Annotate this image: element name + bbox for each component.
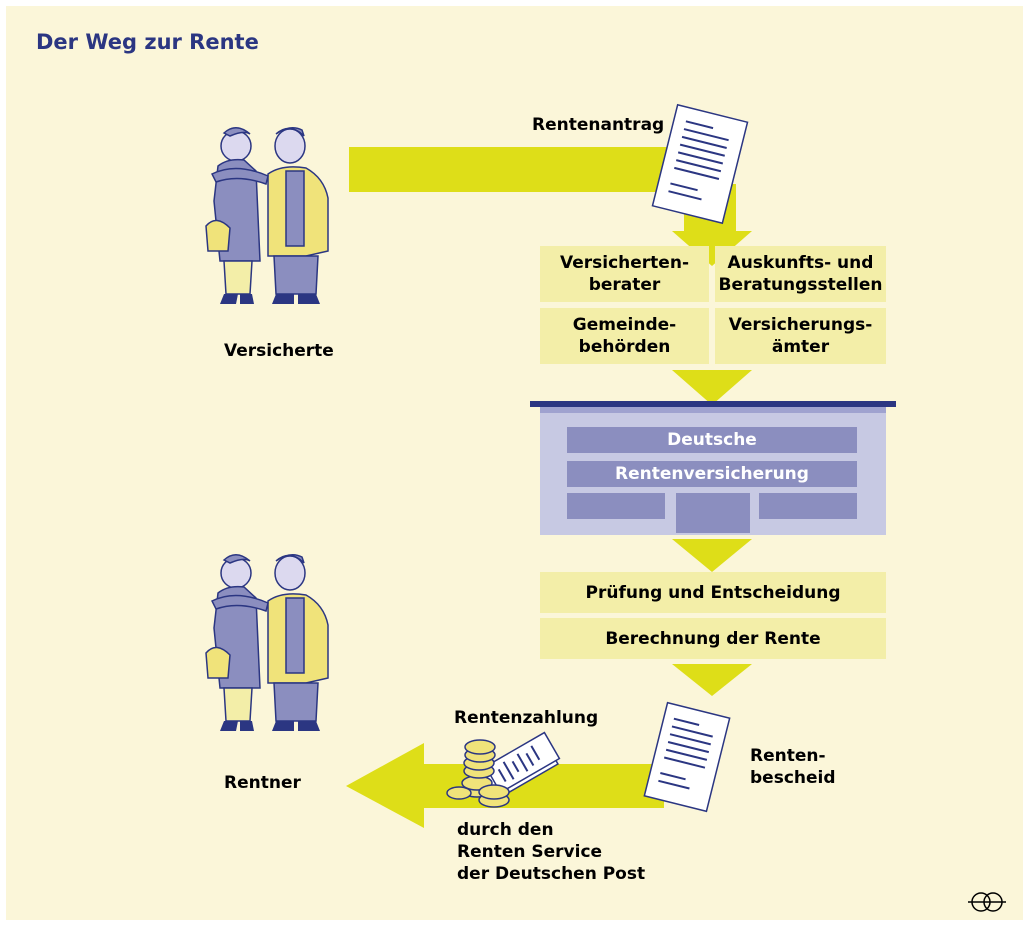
application-document-icon	[651, 103, 749, 225]
arrow-to-notice	[672, 664, 752, 696]
woman-figure	[205, 554, 261, 731]
label-insured: Versicherte	[224, 341, 334, 361]
man-figure	[210, 554, 329, 731]
building-window-right	[759, 493, 857, 519]
label-pension-notice: Renten- bescheid	[750, 746, 836, 788]
insured-couple-icon	[205, 127, 329, 304]
label-application: Rentenantrag	[532, 115, 665, 135]
arrow-to-review	[672, 539, 752, 572]
publisher-logo-icon	[968, 892, 1006, 912]
building-door	[676, 493, 750, 533]
notice-document-icon	[643, 701, 731, 813]
payment-arrow	[346, 743, 664, 828]
label-payment-service: durch den Renten Service der Deutschen P…	[457, 820, 646, 884]
office-insurance-agencies: Versicherungs- ämter	[715, 308, 886, 364]
office-information-centers: Auskunfts- und Beratungsstellen	[715, 246, 886, 302]
money-icon	[446, 731, 561, 808]
label-pensioner: Rentner	[224, 773, 301, 793]
agency-name-line1: Deutsche	[567, 427, 857, 453]
office-municipal-authorities: Gemeinde- behörden	[540, 308, 709, 364]
step-review-decision: Prüfung und Entscheidung	[540, 572, 886, 613]
diagram-canvas: Der Weg zur Rente Versicherten- berater …	[6, 6, 1023, 920]
arrow-to-agency	[672, 370, 752, 405]
agency-name-line2: Rentenversicherung	[567, 461, 857, 487]
label-payment: Rentenzahlung	[454, 708, 599, 728]
pensioner-couple-icon	[205, 554, 329, 731]
page-title: Der Weg zur Rente	[36, 30, 259, 54]
man-figure	[210, 127, 329, 304]
step-pension-calculation: Berechnung der Rente	[540, 618, 886, 659]
building-window-left	[567, 493, 665, 519]
woman-figure	[205, 127, 261, 304]
diagram-graphics	[205, 103, 1006, 912]
office-insurance-advisors: Versicherten- berater	[540, 246, 709, 302]
